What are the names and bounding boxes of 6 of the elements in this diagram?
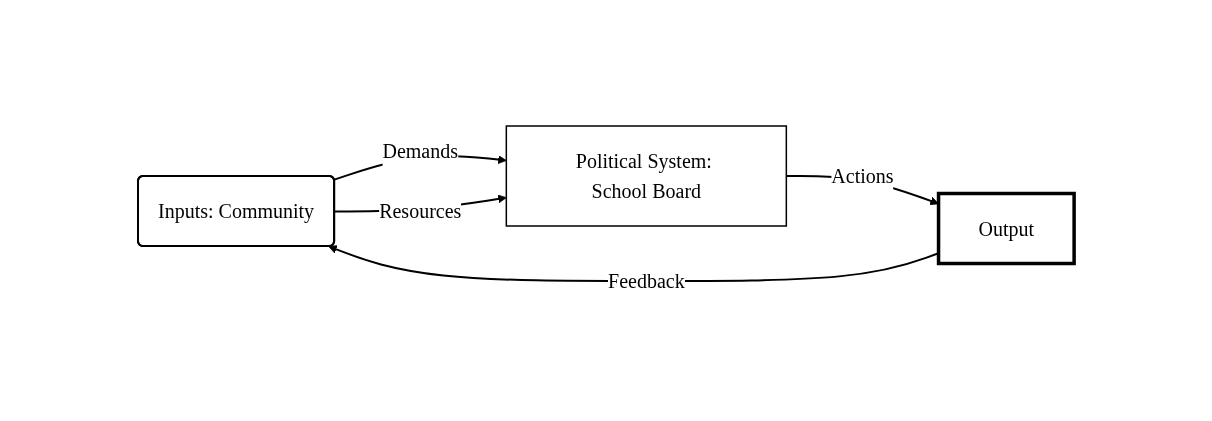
edge-label: Demands	[382, 139, 458, 162]
edge-label: Feedback	[607, 269, 685, 292]
node-box: Output	[936, 191, 1076, 265]
edge-label: Actions	[831, 164, 894, 187]
node-box: Political System: School Board	[505, 124, 787, 227]
edge-label: Resources	[379, 199, 462, 222]
